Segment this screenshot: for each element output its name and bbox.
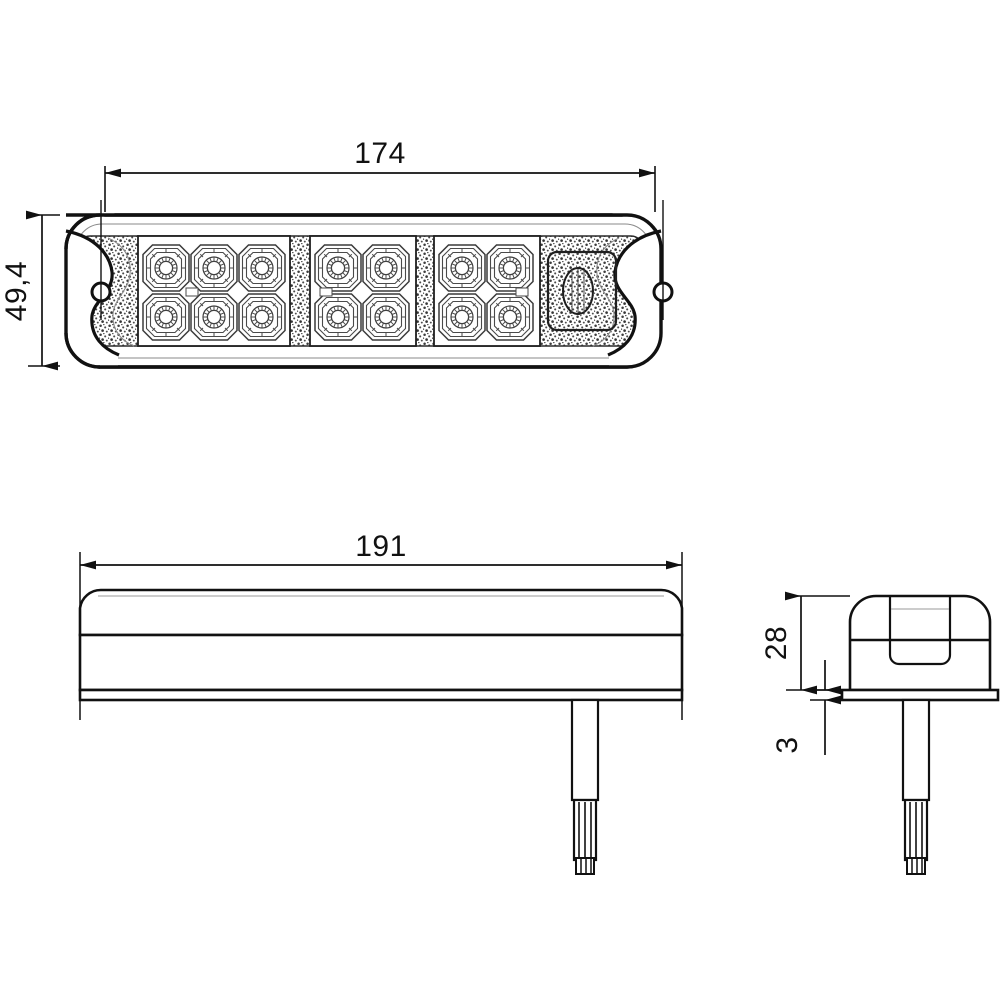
led: [190, 244, 238, 292]
led: [238, 293, 286, 341]
left-end-outline: [64, 213, 101, 369]
led: [314, 244, 362, 292]
reflector-ribs: [571, 269, 585, 313]
led: [190, 293, 238, 341]
cable-wires: [578, 802, 592, 858]
end-center-recess: [888, 596, 952, 666]
cable-sleeve: [570, 698, 600, 802]
dimension-3: 3: [771, 660, 850, 755]
end-view: 28 3: [760, 591, 1000, 875]
end-body: [840, 594, 1000, 702]
left-tab-inner-contour: [107, 237, 135, 347]
led-module-3-connector: [515, 287, 529, 297]
led: [362, 293, 410, 341]
led: [438, 293, 486, 341]
led-module-2: [309, 235, 417, 347]
front-view: 174 49,4: [0, 137, 674, 371]
right-tab-mask: [609, 212, 667, 368]
led: [486, 244, 534, 292]
led: [314, 293, 362, 341]
led: [142, 244, 190, 292]
side-body: [78, 588, 684, 702]
side-housing-body: [78, 633, 684, 692]
right-tab-inner-contour: [592, 237, 620, 347]
dimension-3-label: 3: [771, 736, 804, 753]
dimension-191-label: 191: [355, 530, 407, 563]
reflector-frame: [546, 250, 618, 332]
reflector-ellipse: [562, 267, 594, 315]
cable-tip-wires: [911, 858, 923, 874]
side-base-plate: [78, 688, 684, 702]
cable-wires: [909, 802, 923, 858]
side-cable: [570, 698, 600, 875]
side-view: 191: [78, 530, 684, 875]
dimension-174-label: 174: [354, 137, 406, 170]
cable-tip-wires: [580, 858, 592, 874]
dimension-174: 174: [104, 137, 656, 220]
side-lens-band: [78, 588, 684, 637]
end-base-plate: [840, 688, 1000, 702]
cable-sleeve: [901, 698, 931, 802]
end-cable: [901, 698, 931, 875]
dimension-28: 28: [760, 591, 850, 695]
led-module-2-connector: [319, 287, 333, 297]
dimension-49-4: 49,4: [0, 210, 118, 371]
left-tab-mask: [60, 212, 118, 368]
led-module-1: [137, 235, 291, 347]
led: [238, 244, 286, 292]
right-tab-scurve: [607, 229, 662, 357]
dimension-28-label: 28: [760, 626, 793, 660]
led-module-1-connector: [185, 287, 199, 297]
end-outline: [848, 594, 992, 692]
led: [142, 293, 190, 341]
led: [486, 293, 534, 341]
front-housing: [60, 200, 674, 369]
led-module-3: [433, 235, 541, 347]
led: [438, 244, 486, 292]
reflector-window: [546, 250, 618, 332]
led: [362, 244, 410, 292]
dimension-49-4-label: 49,4: [0, 261, 33, 321]
